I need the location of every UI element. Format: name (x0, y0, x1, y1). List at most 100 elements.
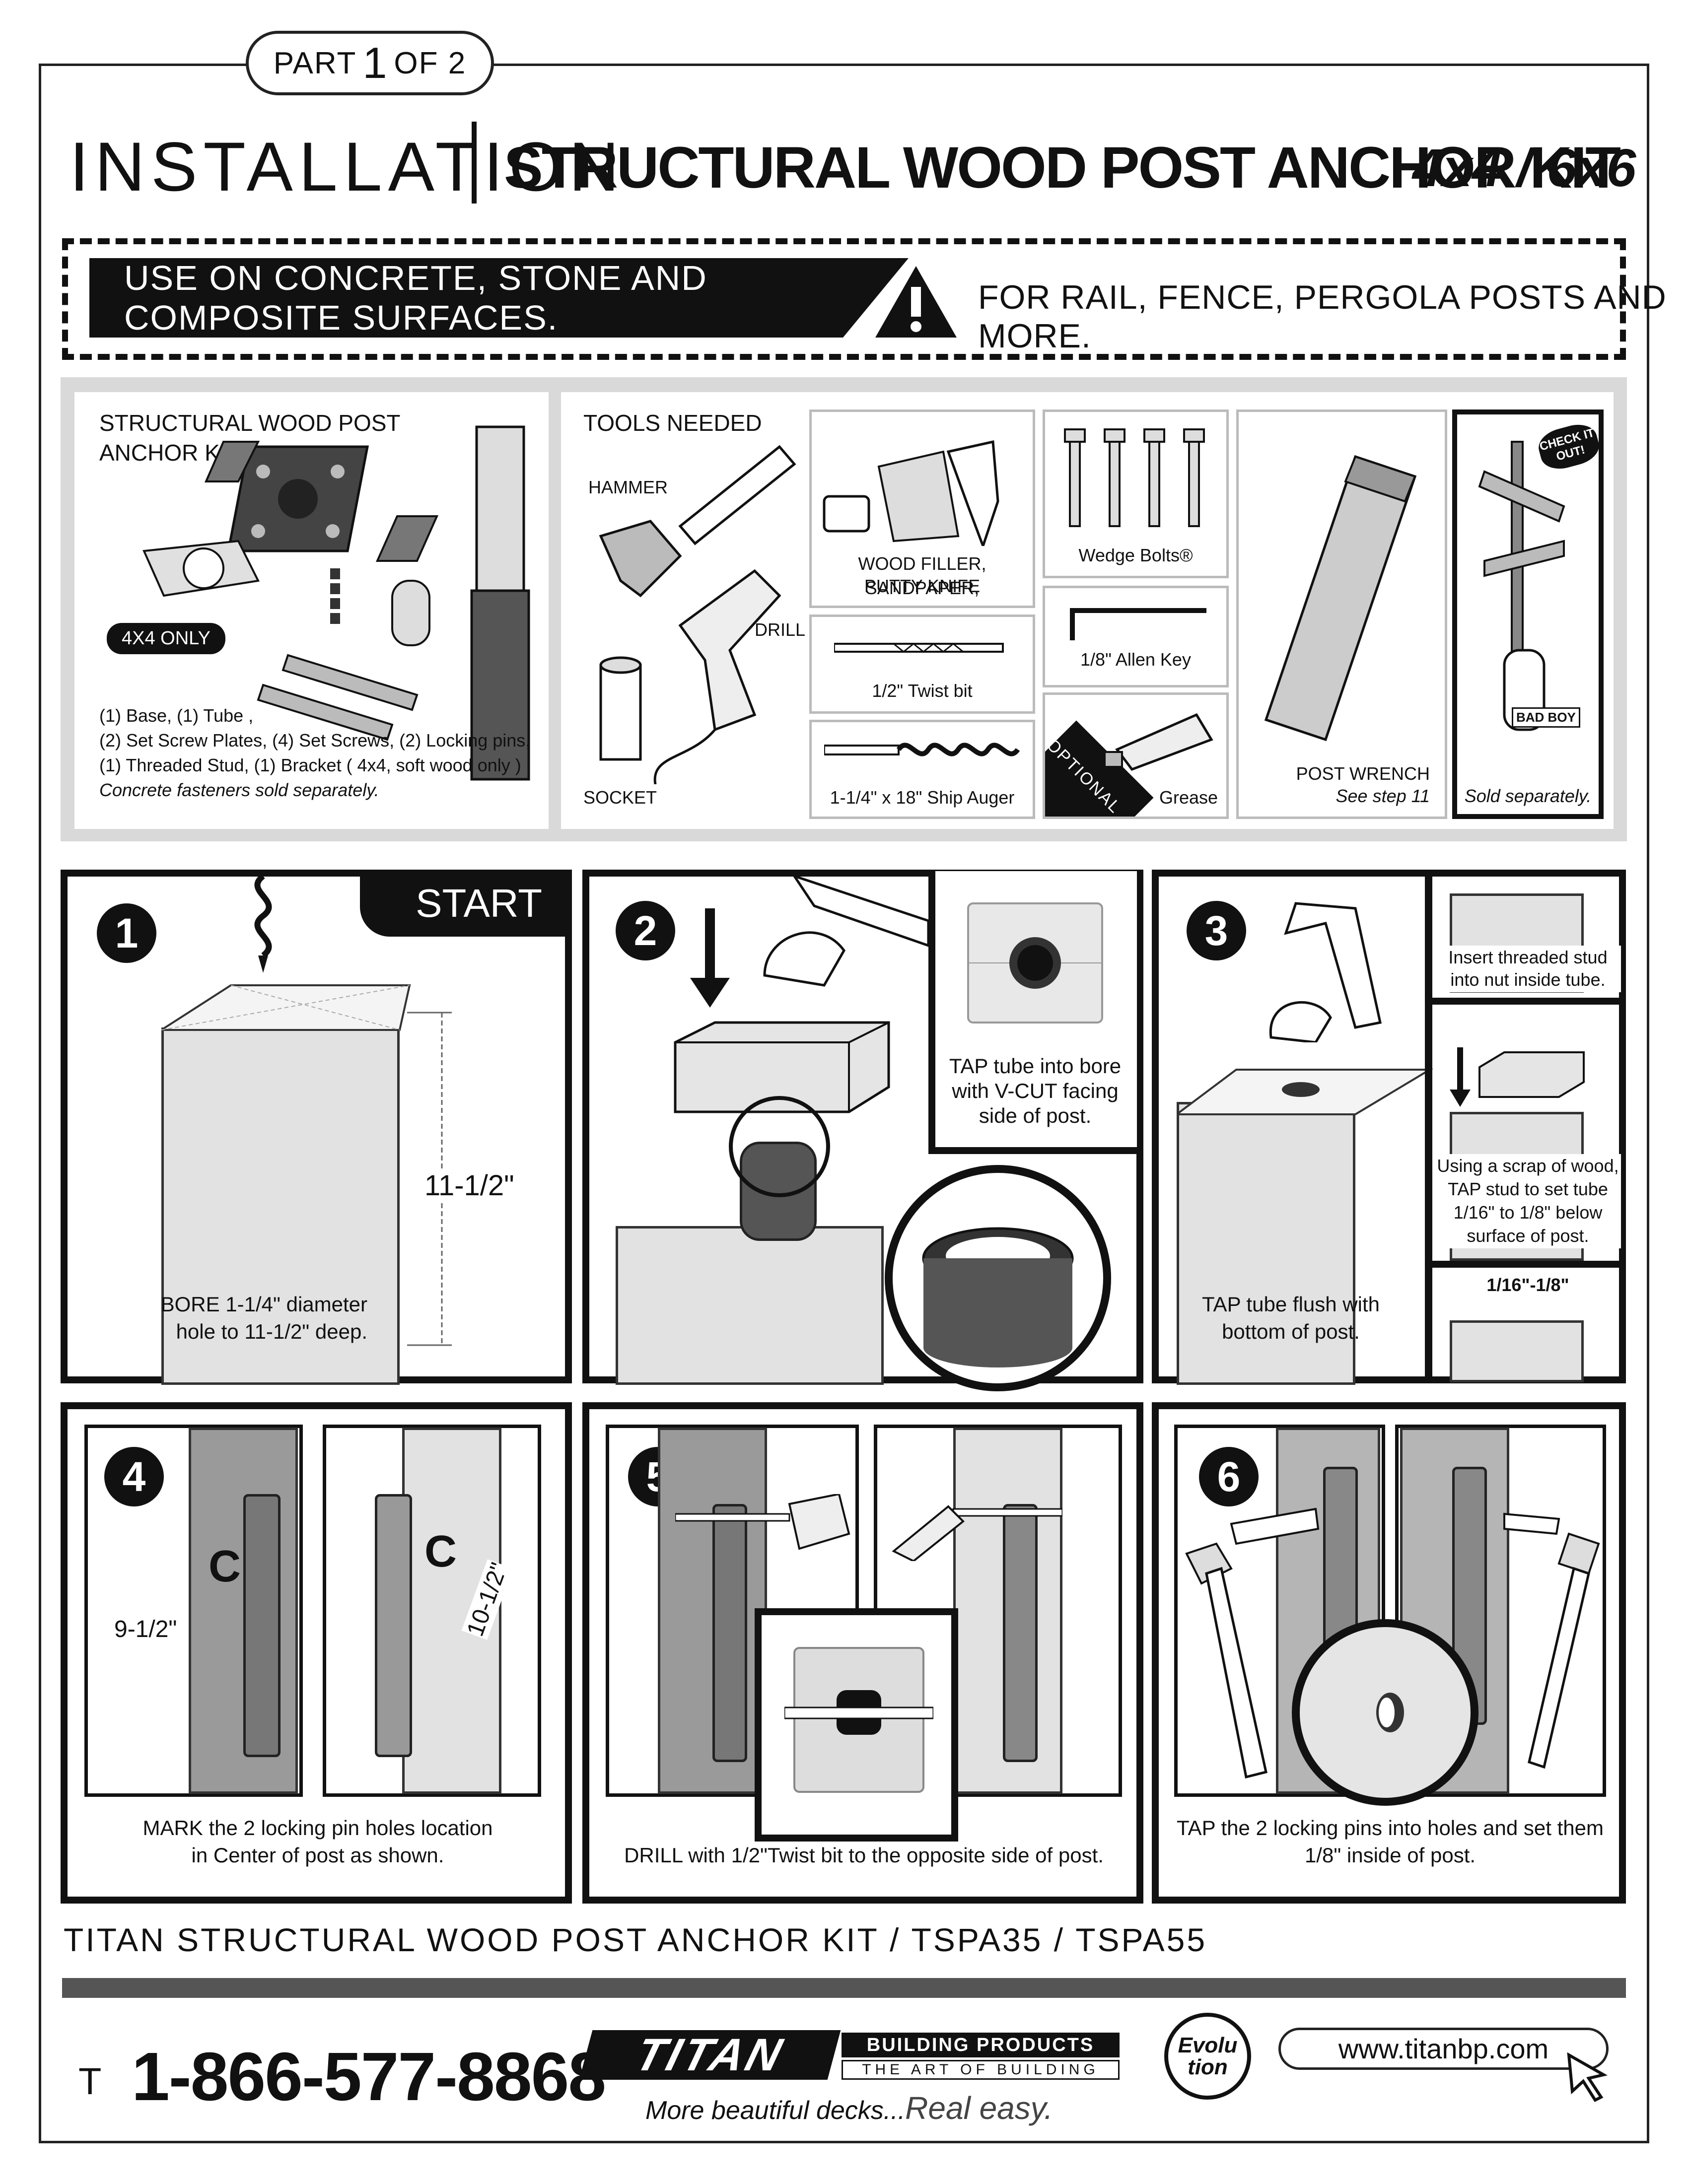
step-3-number: 3 (1187, 901, 1246, 960)
step-1-caption-2: hole to 11-1/2" deep. (176, 1320, 367, 1343)
step-4-post-right (402, 1428, 501, 1794)
tool-post-wrench-step-note: See step 11 (1336, 786, 1430, 806)
evolution-logo-text-1: Evolu (1178, 2033, 1238, 2057)
evolution-logo: Evolu tion (1164, 2013, 1251, 2100)
warning-black-banner: USE ON CONCRETE, STONE AND COMPOSITE SUR… (89, 258, 909, 338)
kit-contents-line3: (1) Threaded Stud, (1) Bracket ( 4x4, so… (99, 755, 521, 775)
bad-boy-box (1452, 410, 1604, 819)
brand-art-of-building: THE ART OF BUILDING (842, 2060, 1120, 2080)
step-6-hammer-right-icon (1503, 1512, 1600, 1769)
part-suffix: OF 2 (394, 46, 467, 80)
step-3-hdivider-1 (1432, 998, 1623, 1005)
step-3-divider (1425, 871, 1432, 1382)
step-3-side-post-3 (1450, 1320, 1584, 1382)
kit-parts-illustration (142, 425, 530, 781)
step-4-caption-2: in Center of post as shown. (191, 1843, 444, 1867)
brand-tagline: More beautiful decks...Real easy. (645, 2090, 1053, 2126)
warning-text-left: USE ON CONCRETE, STONE AND COMPOSITE SUR… (124, 259, 707, 337)
kit-fasteners-note: Concrete fasteners sold separately. (99, 780, 379, 800)
step-4-caption-1: MARK the 2 locking pin holes location (142, 1816, 493, 1840)
part-number: 1 (362, 38, 388, 87)
kit-contents-line1: (1) Base, (1) Tube , (99, 705, 254, 726)
step-4-center-mark-left: C (209, 1542, 241, 1591)
step-6-hammer-left-icon (1185, 1507, 1320, 1779)
down-arrow-icon (690, 908, 730, 1008)
magnify-circle-small (729, 1096, 830, 1197)
tools-heading: TOOLS NEEDED (583, 410, 762, 436)
brand-tagline-part1: More beautiful decks... (645, 2096, 906, 2125)
step-5-inset-pin-icon (784, 1647, 933, 1793)
bad-boy-clamp-icon (1478, 441, 1565, 731)
tool-filler-label-2: PUTTY KNIFE (864, 576, 981, 596)
bad-boy-logo: BAD BOY (1512, 707, 1580, 728)
tool-allen-key-label: 1/8" Allen Key (1080, 649, 1191, 670)
step-3-caption-1: TAP tube flush with (1202, 1293, 1380, 1316)
brand-tagline-part2: Real easy. (905, 2090, 1053, 2126)
warning-box (62, 238, 1626, 360)
website-link[interactable]: www.titanbp.com (1278, 2028, 1609, 2070)
filler-sandpaper-knife-icon (823, 440, 999, 546)
step-1-caption-1: BORE 1-1/4" diameter (160, 1293, 367, 1316)
tool-socket-label: SOCKET (583, 787, 657, 808)
twist-bit-icon (834, 643, 1004, 653)
step-6-caption-1: TAP the 2 locking pins into holes and se… (1177, 1816, 1604, 1840)
step-5-caption: DRILL with 1/2"Twist bit to the opposite… (624, 1843, 1104, 1867)
wood-block (674, 1021, 890, 1113)
tool-grease-label: Grease (1159, 787, 1218, 808)
step-3-depth-label: 1/16"-1/8" (1486, 1275, 1569, 1295)
ship-auger-icon (824, 743, 1020, 756)
tool-filler-label-1: WOOD FILLER, SANDPAPER, (858, 553, 986, 598)
step-4-number: 4 (104, 1447, 164, 1506)
cursor-arrow-icon (1567, 2052, 1608, 2102)
title-divider (472, 122, 477, 204)
page-title-main: STRUCTURAL WOOD POST ANCHOR KIT (504, 135, 1621, 201)
step-2-inset-bore-icon (967, 902, 1103, 1024)
tool-twist-bit-label: 1/2" Twist bit (872, 681, 973, 701)
step-3-side-caption-1a: Insert threaded stud (1435, 946, 1621, 970)
start-banner: START (360, 870, 572, 937)
wedge-bolts-icon (1064, 428, 1205, 527)
step-3-side-caption-1b: into nut inside tube. (1435, 968, 1621, 992)
page-frame (39, 64, 1649, 2143)
step-2-number: 2 (616, 901, 675, 960)
footer-product-name: TITAN STRUCTURAL WOOD POST ANCHOR KIT / … (64, 1921, 1207, 1958)
titan-logo: TITAN (579, 2030, 841, 2080)
step-5-drill-right-icon (892, 1505, 1062, 1561)
step-3-hdivider-2 (1432, 1261, 1623, 1268)
phone-number[interactable]: 1-866-577-8868 (132, 2039, 606, 2115)
step-2-magnified-tube (885, 1165, 1111, 1391)
footer-rule (62, 1978, 1626, 1998)
step-3-side-arrow-block (1450, 1047, 1585, 1107)
step-1-dimension-line (407, 1012, 452, 1346)
step-5-tube-right (1003, 1504, 1038, 1762)
step-4-tube-right (375, 1494, 412, 1757)
kit-4x4-only-badge: 4X4 ONLY (107, 623, 225, 654)
warning-text-right: FOR RAIL, FENCE, PERGOLA POSTS AND MORE. (978, 278, 1667, 355)
step-4-tube-left (243, 1494, 281, 1757)
auger-box (809, 720, 1035, 819)
step-2-tube (740, 1142, 817, 1241)
warning-triangle-icon (875, 266, 957, 338)
tool-auger-label: 1-1/4" x 18" Ship Auger (830, 787, 1015, 808)
step-3-side-caption-2d: surface of post. (1435, 1224, 1621, 1248)
twist-bit-box (809, 614, 1035, 714)
step-3-hammer-icon (1269, 902, 1382, 1042)
step-3-side-caption-2a: Using a scrap of wood, (1435, 1154, 1621, 1178)
step-5-tube-left (712, 1504, 747, 1762)
tool-wedge-bolts-label: Wedge Bolts® (1078, 545, 1193, 565)
kit-contents-line2: (2) Set Screw Plates, (4) Set Screws, (2… (99, 730, 531, 751)
tool-hammer-label: HAMMER (588, 477, 668, 497)
step-3-post-top (1177, 1069, 1434, 1115)
step-3-side-caption-2b: TAP stud to set tube (1435, 1177, 1621, 1202)
step-2-caption-1: TAP tube into bore (949, 1054, 1122, 1078)
step-4-dimension-left: 9-1/2" (114, 1616, 177, 1643)
auger-bit-icon (254, 876, 272, 973)
step-5-drill-left-icon (675, 1494, 850, 1550)
page-title-size: 4x4 / 6x6 (1412, 137, 1636, 198)
step-4-center-mark-right: C (424, 1527, 457, 1576)
allen-key-icon (1070, 608, 1206, 640)
phone-label: T (78, 2060, 102, 2103)
step-3-side-caption-2c: 1/16" to 1/8" below (1435, 1201, 1621, 1225)
evolution-logo-text-2: tion (1188, 2054, 1228, 2079)
step-6-number: 6 (1199, 1447, 1259, 1506)
